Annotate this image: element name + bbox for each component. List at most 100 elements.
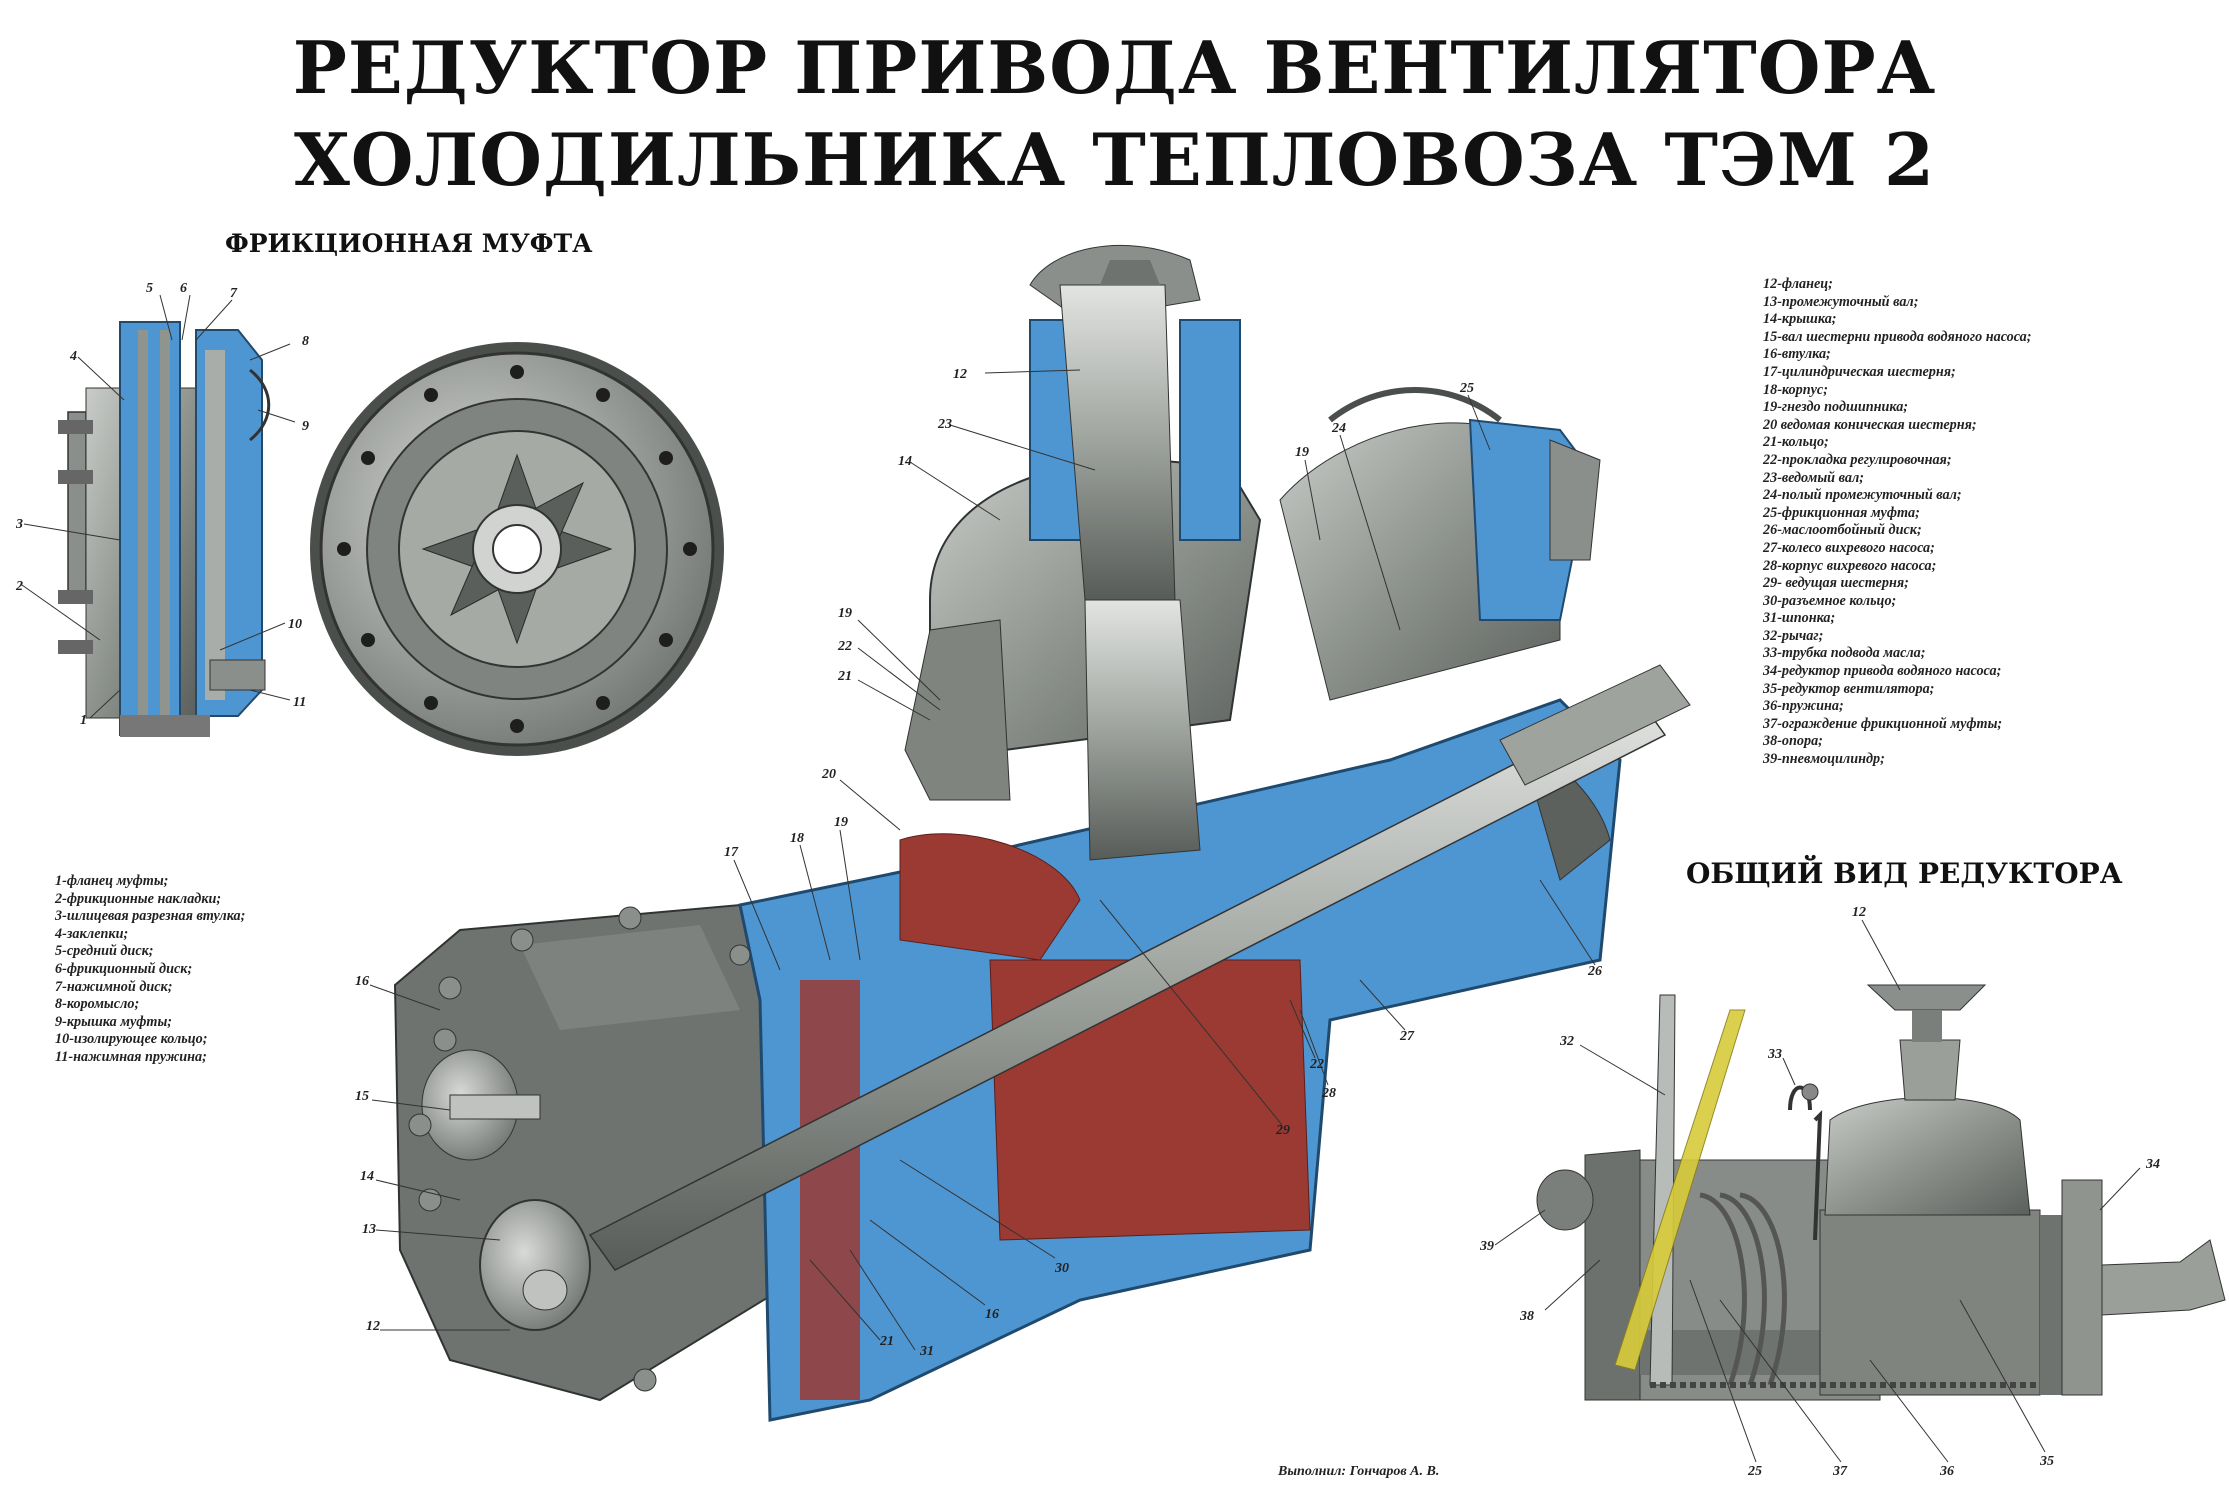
legend-item: 29- ведущая шестерня; [1763, 575, 1909, 592]
legend-item: 33-трубка подвода масла; [1763, 645, 1926, 662]
legend-item: 13-промежуточный вал; [1763, 293, 1919, 310]
callout-21-bottom: 21 [879, 1334, 894, 1349]
title-line-1: РЕДУКТОР ПРИВОДА ВЕНТИЛЯТОРА [292, 25, 1937, 110]
legend-item: 14-крышка; [1763, 311, 1837, 328]
legend-item: 31-шпонка; [1763, 610, 1836, 627]
legend-item: 30-разъемное кольцо; [1763, 592, 1897, 609]
legend-main: 12-фланец; 13-промежуточный вал; 14-крыш… [1763, 276, 2031, 769]
callout-5: 5 [146, 281, 153, 296]
callout-27: 27 [1399, 1029, 1415, 1044]
callout-8: 8 [302, 334, 309, 349]
legend-item: 7-нажимной диск; [55, 978, 173, 995]
clutch-section-view [58, 321, 271, 737]
legend-item: 5-средний диск; [55, 943, 154, 960]
legend-item: 36-пружина; [1763, 698, 1844, 715]
legend-item: 34-редуктор привода водяного насоса; [1763, 663, 2002, 680]
callout-32: 32 [1559, 1034, 1574, 1049]
callout-26: 26 [1587, 964, 1602, 979]
callout-19-mid: 19 [834, 815, 848, 830]
callout-31: 31 [919, 1344, 934, 1359]
legend-item: 15-вал шестерни привода водяного насоса; [1763, 328, 2032, 345]
legend-item: 39-пневмоцилиндр; [1763, 751, 1885, 768]
legend-item: 35-редуктор вентилятора; [1763, 680, 1935, 697]
callout-37: 37 [1832, 1464, 1848, 1479]
clutch-face-view [310, 342, 724, 756]
callout-17: 17 [724, 845, 739, 860]
callout-28: 28 [1321, 1086, 1336, 1101]
legend-item: 16-втулка; [1763, 346, 1831, 363]
callout-30: 30 [1054, 1261, 1069, 1276]
legend-item: 17-цилиндрическая шестерня; [1763, 363, 1956, 380]
callout-34: 34 [2145, 1157, 2160, 1172]
legend-item: 10-изолирующее кольцо; [55, 1031, 208, 1048]
callout-4: 4 [69, 349, 77, 364]
callout-16-bottom: 16 [985, 1307, 999, 1322]
callout-14-top: 14 [898, 454, 912, 469]
callout-38: 38 [1519, 1309, 1534, 1324]
callout-19-top: 19 [1295, 445, 1309, 460]
callout-12-top: 12 [953, 367, 967, 382]
callout-29: 29 [1275, 1123, 1290, 1138]
general-view [1536, 984, 2226, 1401]
legend-item: 19-гнездо подшипника; [1763, 399, 1909, 416]
legend-item: 20 ведомая коническая шестерня; [1763, 416, 1977, 433]
callout-22-left: 22 [837, 639, 852, 654]
callout-20: 20 [821, 767, 836, 782]
legend-item: 8-коромысло; [55, 996, 140, 1013]
callout-7: 7 [230, 286, 238, 301]
heading-friction-clutch: ФРИКЦИОННАЯ МУФТА [225, 229, 593, 258]
callout-19-left: 19 [838, 606, 852, 621]
callout-11: 11 [293, 695, 306, 710]
legend-item: 25-фрикционная муфта; [1763, 504, 1920, 521]
callout-9: 9 [302, 419, 309, 434]
legend-clutch: 1-фланец муфты; 2-фрикционные накладки; … [55, 873, 245, 1067]
page-title: РЕДУКТОР ПРИВОДА ВЕНТИЛЯТОРА ХОЛОДИЛЬНИК… [0, 22, 2229, 206]
callout-3: 3 [15, 517, 23, 532]
callout-16-left: 16 [355, 974, 369, 989]
callout-25-general: 25 [1747, 1464, 1762, 1479]
callout-12-general: 12 [1852, 905, 1866, 920]
callout-35: 35 [2039, 1454, 2054, 1469]
leader-lines [21, 294, 2141, 1463]
callout-22-bottom: 22 [1309, 1057, 1324, 1072]
callout-2: 2 [15, 579, 23, 594]
legend-item: 4-заклепки; [55, 925, 129, 942]
legend-item: 21-кольцо; [1763, 434, 1829, 451]
callout-14-left: 14 [360, 1169, 374, 1184]
legend-item: 23-ведомый вал; [1763, 469, 1864, 486]
callout-39: 39 [1479, 1239, 1494, 1254]
callout-13: 13 [362, 1222, 376, 1237]
callout-33: 33 [1767, 1047, 1782, 1062]
legend-item: 18-корпус; [1763, 381, 1828, 398]
legend-item: 28-корпус вихревого насоса; [1763, 557, 1937, 574]
legend-item: 38-опора; [1763, 733, 1823, 750]
legend-item: 9-крышка муфты; [55, 1013, 173, 1030]
legend-item: 11-нажимная пружина; [55, 1048, 207, 1065]
legend-item: 32-рычаг; [1763, 627, 1824, 644]
legend-item: 2-фрикционные накладки; [55, 890, 222, 907]
callout-23: 23 [937, 417, 952, 432]
legend-item: 6-фрикционный диск; [55, 960, 193, 977]
callout-18: 18 [790, 831, 804, 846]
legend-item: 3-шлицевая разрезная втулка; [55, 908, 246, 925]
callout-15: 15 [355, 1089, 369, 1104]
callout-36: 36 [1939, 1464, 1954, 1479]
callout-1: 1 [80, 713, 87, 728]
callout-21-left: 21 [837, 669, 852, 684]
legend-item: 27-колесо вихревого насоса; [1763, 539, 1935, 556]
title-line-2: ХОЛОДИЛЬНИКА ТЕПЛОВОЗА ТЭМ 2 [293, 117, 1936, 202]
callout-24: 24 [1331, 421, 1346, 436]
main-cutaway-view [393, 244, 1691, 1422]
callout-10: 10 [288, 617, 302, 632]
legend-item: 24-полый промежуточный вал; [1763, 487, 1962, 504]
legend-item: 37-ограждение фрикционной муфты; [1763, 715, 2003, 732]
callout-25-top: 25 [1459, 381, 1474, 396]
legend-item: 12-фланец; [1763, 276, 1833, 292]
heading-general-view: ОБЩИЙ ВИД РЕДУКТОРА [1686, 857, 2123, 890]
legend-item: 26-маслоотбойный диск; [1763, 522, 1922, 539]
legend-item: 1-фланец муфты; [55, 873, 169, 889]
legend-item: 22-прокладка регулировочная; [1763, 451, 1952, 468]
callout-numbers: 5 6 7 8 4 9 3 2 10 1 11 12 23 14 19 24 2… [15, 281, 2160, 1479]
author-credit: Выполнил: Гончаров А. В. [1278, 1464, 1440, 1479]
